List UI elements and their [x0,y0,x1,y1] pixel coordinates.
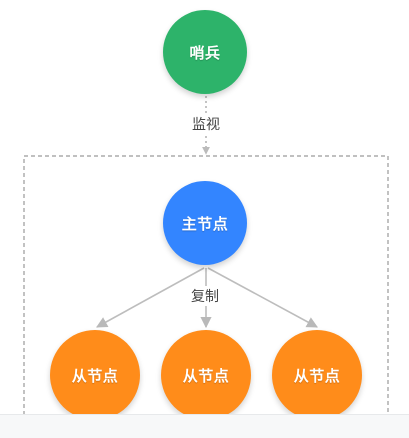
replicate-arrow-right [207,267,318,328]
slave-node: 从节点 [50,330,140,420]
sentinel-node-label: 哨兵 [189,43,221,62]
bottom-strip [0,414,409,438]
slave-node: 从节点 [272,330,362,420]
cluster-boundary [23,155,389,415]
slave-node-label: 从节点 [293,366,341,385]
replicate-arrow-left [96,267,205,328]
master-node: 主节点 [163,181,247,265]
replicate-label: 复制 [185,288,225,306]
monitor-label: 监视 [187,116,225,134]
slave-node-label: 从节点 [71,366,119,385]
master-node-label: 主节点 [181,214,229,233]
sentinel-node: 哨兵 [163,10,247,94]
slave-node-label: 从节点 [182,366,230,385]
slave-node: 从节点 [161,330,251,420]
